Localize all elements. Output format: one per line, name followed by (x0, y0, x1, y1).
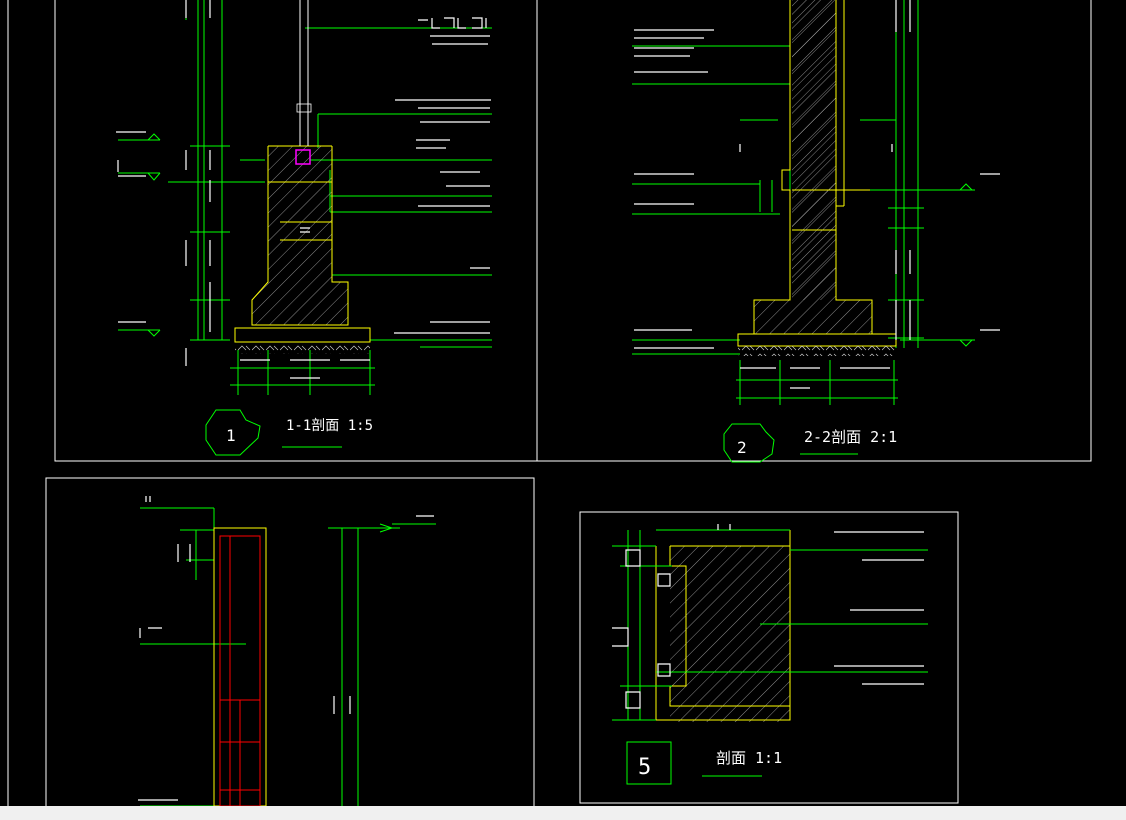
panel-1-wall-section (234, 0, 371, 354)
detail-5-box (626, 741, 672, 785)
detail-1-number: 1 (226, 426, 236, 445)
panel-2-wall-section (737, 0, 897, 356)
column-section (655, 530, 791, 722)
detail-5-number: 5 (638, 755, 651, 780)
panel-3-frame (45, 477, 535, 806)
panel-2-frame (536, 0, 1092, 462)
panel-2-label-marks (634, 0, 1000, 389)
detail-panel-3 (45, 477, 535, 806)
detail-2-callout: 2 2-2剖面 2:1 (723, 423, 897, 463)
status-bar (0, 806, 1126, 820)
panel-5-frame (579, 511, 959, 804)
detail-panel-2: 2 2-2剖面 2:1 (536, 0, 1092, 463)
detail-2-title: 2-2剖面 2:1 (804, 428, 897, 446)
panel-1-label-marks (116, 0, 491, 379)
detail-2-bubble (723, 423, 775, 463)
detail-2-number: 2 (737, 438, 747, 457)
anchor-block-marker (295, 149, 311, 165)
detail-1-callout: 1 1-1剖面 1:5 (205, 409, 373, 456)
rebar-cage (219, 535, 261, 806)
detail-panel-5: 5 剖面 1:1 (579, 511, 959, 804)
detail-1-bubble (205, 409, 261, 456)
detail-5-callout: 5 剖面 1:1 (626, 741, 782, 785)
detail-1-title: 1-1剖面 1:5 (286, 418, 373, 434)
panel-1-dimension-lines (118, 0, 492, 395)
detail-5-title: 剖面 1:1 (716, 749, 782, 767)
detail-panel-1: 1 1-1剖面 1:5 (54, 0, 538, 462)
